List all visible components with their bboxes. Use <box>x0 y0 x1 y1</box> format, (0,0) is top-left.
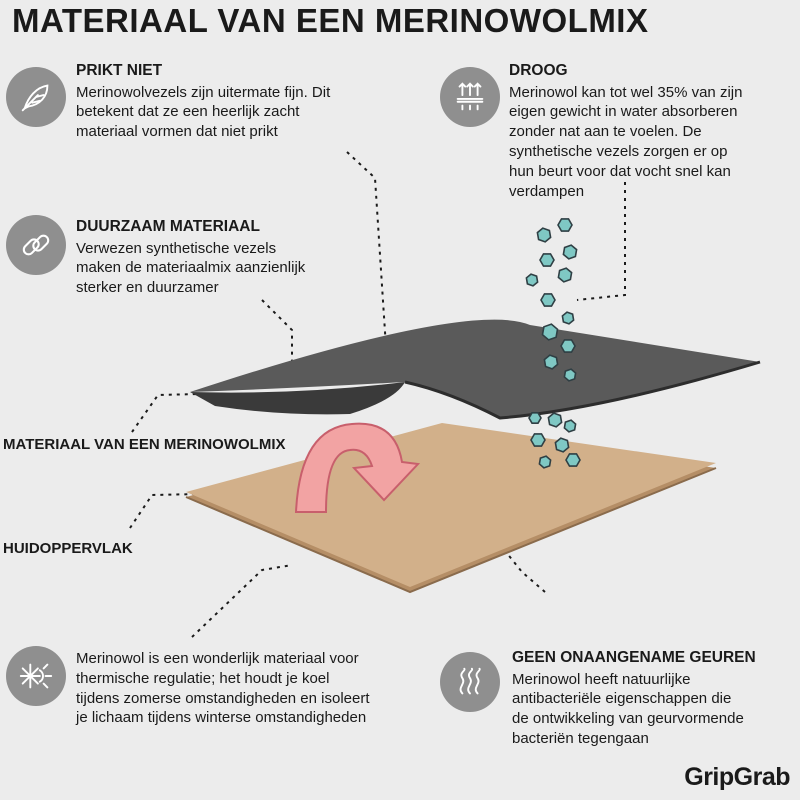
connector-thermisch <box>191 564 293 638</box>
prikt-niet-heading: PRIKT NIET <box>76 62 163 79</box>
moisture-droplet <box>525 273 539 287</box>
sun-snowflake-icon <box>6 646 66 706</box>
geuren-text: Merinowol heeft natuurlijke antibacterië… <box>512 670 744 747</box>
moisture-droplet <box>530 433 546 447</box>
moisture-droplet <box>539 253 555 267</box>
moisture-droplet <box>540 293 556 307</box>
duurzaam-heading: DUURZAAM MATERIAAL <box>76 218 260 235</box>
droog-heading: DROOG <box>509 62 568 79</box>
page-title: MATERIAAL VAN EEN MERINOWOLMIX <box>12 2 649 39</box>
chain-link-icon <box>6 215 66 275</box>
moisture-droplet <box>538 455 552 469</box>
moisture-droplet <box>557 267 573 283</box>
geuren-heading: GEEN ONAANGENAME GEUREN <box>512 649 756 666</box>
thermisch-block: Merinowol is een wonderlijk materiaal vo… <box>76 649 436 728</box>
fabric-layer <box>190 319 761 420</box>
moisture-droplets <box>525 218 581 469</box>
thermisch-text: Merinowol is een wonderlijk materiaal vo… <box>76 650 370 727</box>
prikt-niet-block: PRIKT NIET Merinowolvezels zijn uitermat… <box>76 62 416 142</box>
prikt-niet-text: Merinowolvezels zijn uitermate fijn. Dit… <box>76 83 331 141</box>
moisture-droplet <box>562 244 578 260</box>
moisture-droplet <box>543 354 559 370</box>
moisture-droplet <box>547 412 563 428</box>
geuren-block: GEEN ONAANGENAME GEUREN Merinowol heeft … <box>512 649 792 749</box>
moisture-droplet <box>560 339 576 353</box>
moisture-droplet <box>557 218 573 232</box>
connector-fabric-label <box>131 393 201 433</box>
moisture-droplet <box>541 323 559 341</box>
duurzaam-text: Verwezen synthetische vezels maken de ma… <box>76 239 306 297</box>
moisture-droplet <box>561 311 575 325</box>
moisture-icon <box>440 67 500 127</box>
brand-logo: GripGrab <box>684 763 790 791</box>
moisture-droplet <box>536 227 552 243</box>
heat-arrow <box>294 422 421 513</box>
feather-icon <box>6 67 66 127</box>
duurzaam-block: DUURZAAM MATERIAAL Verwezen synthetische… <box>76 218 376 298</box>
moisture-droplet <box>563 368 577 382</box>
droog-block: DROOG Merinowol kan tot wel 35% van zijn… <box>509 62 794 201</box>
moisture-droplet <box>563 419 577 433</box>
connector-droog <box>576 182 626 301</box>
fabric-label: MATERIAAL VAN EEN MERINOWOLMIX <box>3 436 286 453</box>
moisture-droplet <box>554 437 570 453</box>
moisture-droplet <box>528 411 542 425</box>
skin-label: HUIDOPPERVLAK <box>3 540 133 557</box>
odor-waves-icon <box>440 652 500 712</box>
connector-duurzaam <box>261 299 293 385</box>
droog-text: Merinowol kan tot wel 35% van zijn eigen… <box>509 83 743 200</box>
moisture-droplet <box>565 453 581 467</box>
